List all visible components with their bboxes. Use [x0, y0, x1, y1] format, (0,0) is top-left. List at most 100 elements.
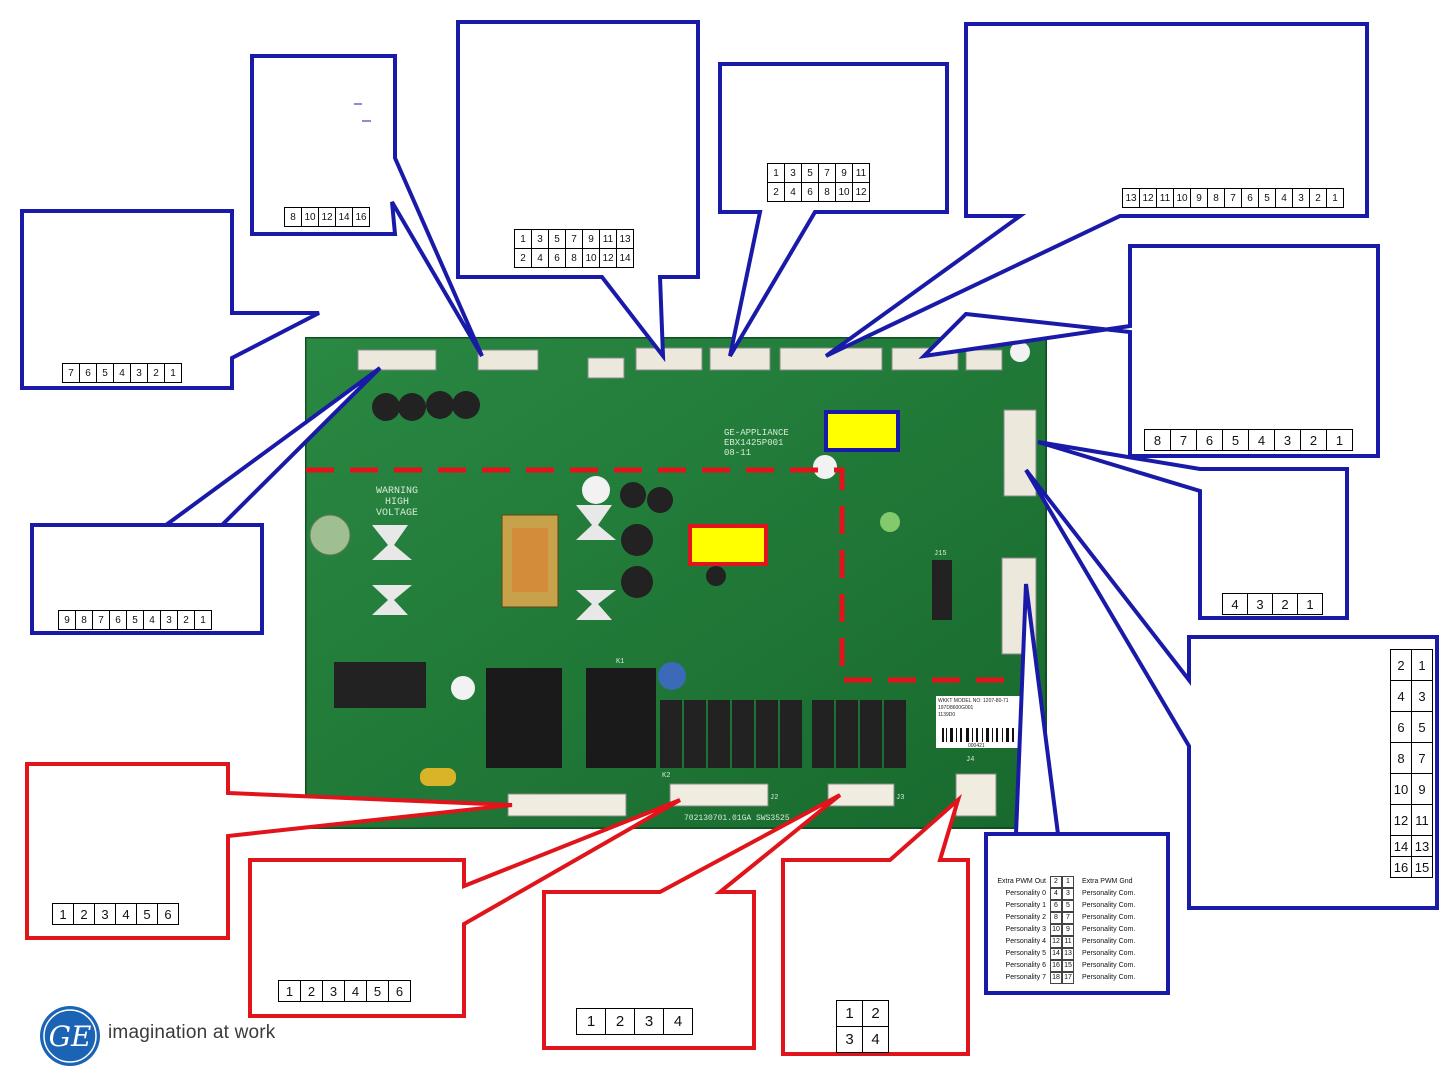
- pin: 5: [136, 903, 158, 925]
- pin: 4: [115, 903, 137, 925]
- pin: 11: [1062, 936, 1074, 948]
- low-voltage-callouts: [20, 20, 1439, 995]
- pin: 10: [582, 248, 600, 268]
- pin: 1: [1326, 429, 1353, 451]
- pin: 6: [801, 182, 819, 202]
- connector-j2-label: J2: [770, 794, 779, 802]
- pin: 8: [75, 610, 93, 630]
- pin: 6: [79, 363, 97, 383]
- pin-signal: Extra PWM Out: [997, 878, 1046, 885]
- pin: 11: [1156, 188, 1174, 208]
- pin: 1: [514, 229, 532, 249]
- pin-signal: Extra PWM Gnd: [1082, 878, 1133, 885]
- board-warning-text: WARNING HIGH VOLTAGE: [362, 486, 432, 519]
- warning-line: WARNING: [375, 486, 418, 497]
- pin: 3: [1274, 429, 1301, 451]
- pin: 2: [1050, 876, 1062, 888]
- pin: 8: [284, 207, 302, 227]
- pin: 3: [531, 229, 549, 249]
- pin: 1: [1297, 593, 1323, 615]
- board-maker-text: GE-APPLIANCE EBX1425P001 08-11: [724, 428, 789, 458]
- pin: 3: [322, 980, 345, 1002]
- connector-pins-12: 1 3 5 7 9 11 2 4 6 8 10 12: [767, 163, 870, 202]
- pin: 7: [1411, 742, 1433, 774]
- pin: 8: [818, 182, 836, 202]
- pin: 9: [1190, 188, 1208, 208]
- connector-pins-j4: 1 2 3 4: [836, 1000, 889, 1053]
- pin: 2: [605, 1008, 635, 1035]
- pin-signal: Personality Com.: [1082, 950, 1136, 957]
- pin: 4: [1050, 888, 1062, 900]
- pin: 3: [130, 363, 148, 383]
- pin: 3: [94, 903, 116, 925]
- pin: 4: [663, 1008, 693, 1035]
- pin: 11: [1411, 804, 1433, 836]
- pin-signal: Personality Com.: [1082, 890, 1136, 897]
- connector-pins-even: 8 10 12 14 16: [284, 207, 370, 227]
- svg-text:GE: GE: [49, 1020, 92, 1053]
- pin: 15: [1411, 856, 1433, 878]
- pin: 10: [1050, 924, 1062, 936]
- pin: 11: [599, 229, 617, 249]
- pin: 2: [1300, 429, 1327, 451]
- pin-signal: Personality 6: [1005, 962, 1046, 969]
- pin-signal: Personality 0: [1005, 890, 1046, 897]
- pin: 16: [352, 207, 370, 227]
- pin: 5: [366, 980, 389, 1002]
- pin-signal: Personality 7: [1005, 974, 1046, 981]
- pin: 8: [565, 248, 583, 268]
- pin: 10: [1173, 188, 1191, 208]
- pin: 1: [1326, 188, 1344, 208]
- pin: 4: [1390, 680, 1412, 712]
- model-label: WKKT MODEL NO: 1207-80-71 197D8600G001 1…: [938, 698, 1026, 719]
- pin-signal: Personality Com.: [1082, 926, 1136, 933]
- pin-signal: Personality Com.: [1082, 974, 1136, 981]
- label-part: 197D8600G001: [938, 705, 974, 711]
- pin: 3: [836, 1026, 863, 1053]
- pin: 12: [1139, 188, 1157, 208]
- pin: 12: [1390, 804, 1412, 836]
- pin: 13: [1062, 948, 1074, 960]
- pin: 14: [616, 248, 634, 268]
- pin: 5: [1258, 188, 1276, 208]
- pin: 5: [96, 363, 114, 383]
- maker-name: GE-APPLIANCE: [724, 428, 789, 438]
- pin: 11: [852, 163, 870, 183]
- pin-signal: Personality 3: [1005, 926, 1046, 933]
- pin: 4: [784, 182, 802, 202]
- pin: 1: [194, 610, 212, 630]
- pin: 13: [616, 229, 634, 249]
- pin: 5: [1062, 900, 1074, 912]
- pin: 13: [1411, 835, 1433, 857]
- label-code: 1139D0: [938, 712, 956, 718]
- pin-signal: Personality Com.: [1082, 902, 1136, 909]
- pin: 7: [1170, 429, 1197, 451]
- pin: 14: [1050, 948, 1062, 960]
- pin: 1: [576, 1008, 606, 1035]
- pin: 6: [157, 903, 179, 925]
- connector-pins-6b: 1 2 3 4 5 6: [278, 980, 411, 1002]
- pin: 2: [514, 248, 532, 268]
- pin: 6: [1050, 900, 1062, 912]
- pin: 6: [548, 248, 566, 268]
- connector-pins-13: 13 12 11 10 9 8 7 6 5 4 3 2 1: [1122, 188, 1344, 208]
- pin-signal: Personality 2: [1005, 914, 1046, 921]
- maker-date: 08-11: [724, 448, 752, 458]
- pin: 10: [1390, 773, 1412, 805]
- pin: 12: [599, 248, 617, 268]
- pin: 9: [58, 610, 76, 630]
- pin-signal: Personality 1: [1005, 902, 1046, 909]
- pin: 7: [1224, 188, 1242, 208]
- pin: 17: [1062, 972, 1074, 984]
- pin: 14: [335, 207, 353, 227]
- pin: 2: [767, 182, 785, 202]
- pin: 3: [1292, 188, 1310, 208]
- pin: 7: [92, 610, 110, 630]
- pin: 6: [1241, 188, 1259, 208]
- pin: 7: [818, 163, 836, 183]
